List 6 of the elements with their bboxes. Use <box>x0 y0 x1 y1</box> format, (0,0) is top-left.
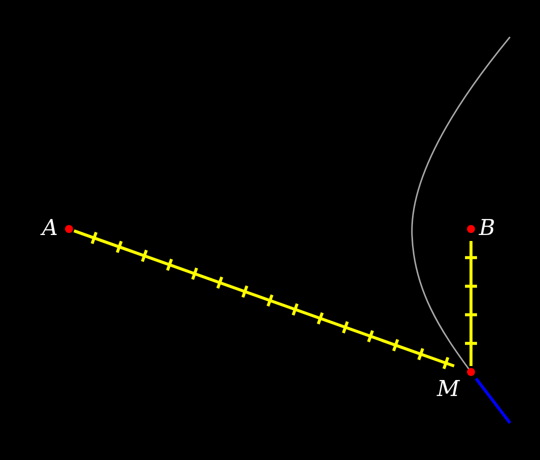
point-label: M <box>437 378 460 402</box>
tick-marked-segment <box>72 229 456 370</box>
point-label: A <box>42 217 58 241</box>
tick-marked-segment <box>464 240 478 368</box>
line-segment <box>474 378 512 424</box>
point-label: B <box>479 217 496 241</box>
